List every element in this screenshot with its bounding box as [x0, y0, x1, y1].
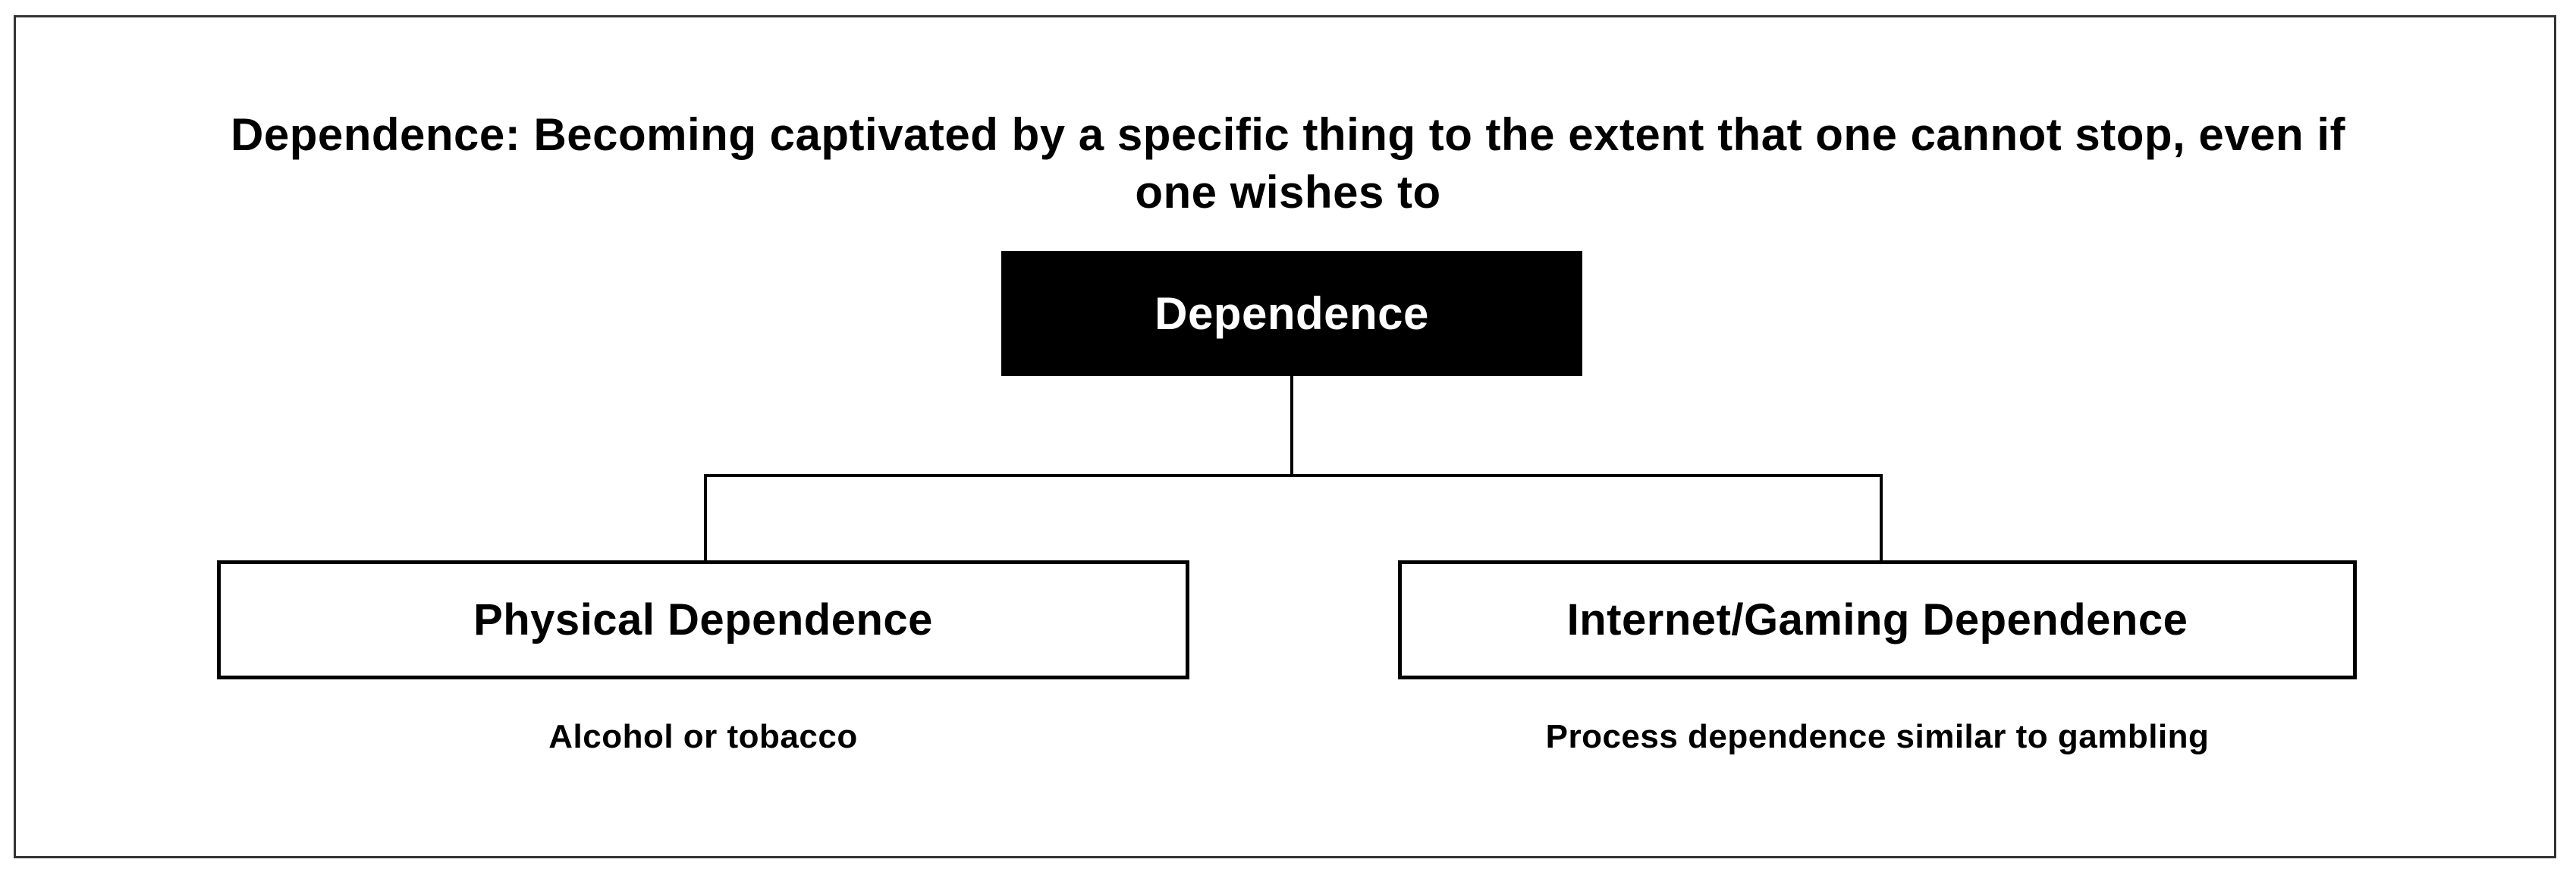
connector-right-vertical: [1880, 474, 1883, 562]
outer-border: [14, 15, 2556, 858]
connector-horizontal: [704, 474, 1883, 477]
connector-left-vertical: [704, 474, 707, 562]
node-internet-gaming-dependence-label: Internet/Gaming Dependence: [1566, 595, 2188, 644]
node-dependence: Dependence: [1001, 251, 1582, 376]
node-physical-dependence: Physical Dependence: [217, 560, 1189, 679]
caption-internet-gaming-dependence: Process dependence similar to gambling: [1545, 718, 2210, 755]
node-physical-dependence-label: Physical Dependence: [473, 595, 933, 644]
node-dependence-label: Dependence: [1154, 288, 1429, 339]
connector-root-vertical: [1290, 376, 1293, 475]
caption-physical-dependence: Alcohol or tobacco: [548, 718, 858, 755]
diagram-title: Dependence: Becoming captivated by a spe…: [0, 106, 2576, 221]
title-line-1: Dependence: Becoming captivated by a spe…: [231, 109, 2345, 160]
title-line-2: one wishes to: [1135, 167, 1441, 218]
node-internet-gaming-dependence: Internet/Gaming Dependence: [1398, 560, 2357, 679]
